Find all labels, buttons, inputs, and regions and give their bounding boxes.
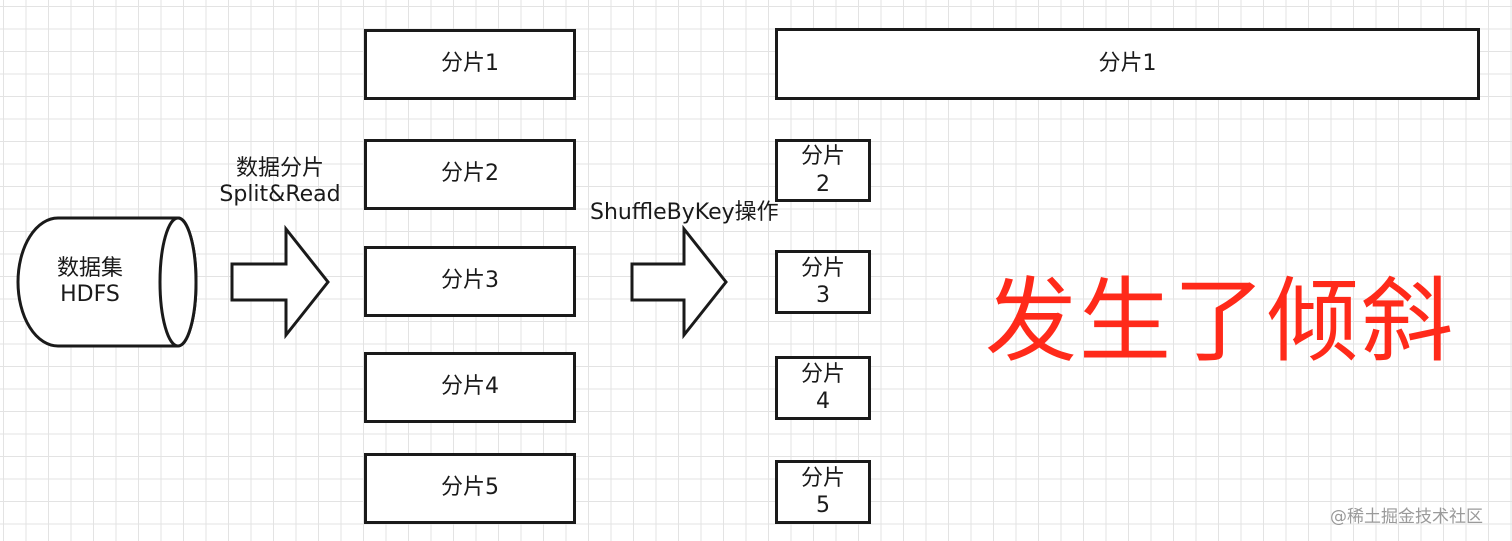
input-partition-3-label: 分片3: [441, 268, 499, 294]
output-partition-2-label-top: 分片: [800, 144, 845, 169]
output-partition-3-label-top: 分片: [800, 255, 845, 281]
split-label-line1: 数据分片: [235, 156, 324, 181]
split-arrow: [230, 224, 330, 340]
input-partition-1-label: 分片1: [441, 51, 499, 77]
output-partition-2: 分片 2: [775, 139, 871, 202]
dataset-cylinder: [16, 216, 198, 348]
output-partition-5-label-top: 分片: [800, 465, 845, 491]
dataset-label-line1: 数据集: [56, 256, 123, 281]
output-partition-5-label-bottom: 5: [816, 493, 830, 518]
output-partition-4: 分片 4: [775, 356, 871, 420]
output-partition-3: 分片 3: [775, 250, 871, 314]
input-partition-5: 分片5: [364, 453, 576, 524]
output-partition-3-label-bottom: 3: [816, 283, 830, 308]
output-partition-4-label-top: 分片: [800, 361, 845, 387]
output-partition-2-label-bottom: 2: [816, 171, 830, 197]
output-partition-1-label: 分片1: [1098, 50, 1157, 76]
shuffle-label: ShuffleByKey操作: [590, 200, 779, 225]
input-partition-4: 分片4: [364, 352, 576, 423]
output-partition-1: 分片1: [775, 28, 1480, 100]
input-partition-4-label: 分片4: [441, 374, 499, 400]
input-partition-2-label: 分片2: [441, 161, 499, 187]
input-partition-5-label: 分片5: [441, 475, 499, 501]
shuffle-arrow: [630, 224, 728, 340]
split-label: 数据分片 Split&Read: [210, 156, 350, 209]
watermark: @稀土掘金技术社区: [1330, 507, 1483, 527]
skew-annotation: 发生了倾斜: [985, 268, 1456, 375]
input-partition-2: 分片2: [364, 139, 576, 210]
dataset-label: 数据集 HDFS: [40, 256, 140, 309]
split-label-line2: Split&Read: [219, 182, 341, 208]
output-partition-5: 分片 5: [775, 460, 871, 524]
dataset-label-line2: HDFS: [60, 282, 120, 308]
input-partition-3: 分片3: [364, 246, 576, 317]
output-partition-4-label-bottom: 4: [816, 389, 830, 414]
input-partition-1: 分片1: [364, 29, 576, 100]
